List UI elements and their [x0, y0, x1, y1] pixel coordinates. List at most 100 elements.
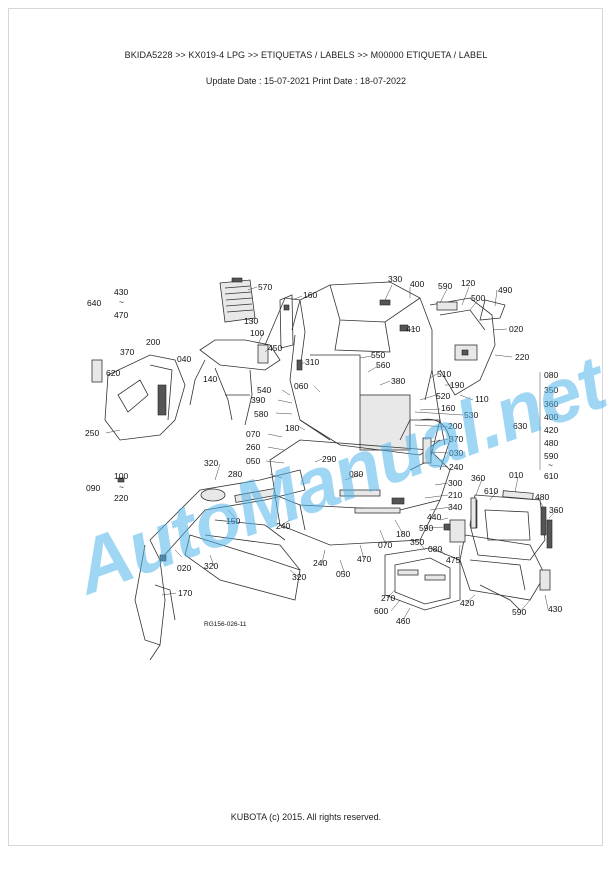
callout-600: 600 [374, 606, 388, 616]
label-strip-360a [470, 497, 477, 529]
callout-260: 260 [246, 442, 260, 452]
callout-610: 610 [484, 486, 498, 496]
callout-050-top: 050 [246, 456, 260, 466]
callout-110: 110 [475, 394, 489, 404]
callout-460: 460 [396, 616, 410, 626]
copyright-footer: KUBOTA (c) 2015. All rights reserved. [230, 812, 382, 822]
bottom-cover [384, 547, 461, 611]
label-590 [443, 523, 451, 531]
callout-360-right: 360 [549, 505, 563, 515]
callout-300: 300 [448, 478, 462, 488]
callout-560: 560 [376, 360, 390, 370]
list-item: 590 [544, 451, 558, 461]
callout-labels: 640 430 ~ 470 570 160 330 400 590 120 50… [85, 274, 563, 628]
rops-frame [189, 297, 301, 426]
drawing-reference: RG156-026-11 [204, 621, 247, 628]
callout-440: 440 [427, 512, 441, 522]
callout-320-top: 320 [204, 458, 218, 468]
callout-290: 290 [322, 454, 336, 464]
callout-170: 170 [178, 588, 192, 598]
callout-380: 380 [391, 376, 405, 386]
callout-050-low: 050 [336, 569, 350, 579]
list-item: 480 [544, 438, 558, 448]
callout-130: 130 [244, 316, 258, 326]
list-item: 610 [544, 471, 558, 481]
callout-270: 270 [381, 593, 395, 603]
callout-010: 010 [509, 470, 523, 480]
callout-400: 400 [410, 279, 424, 289]
leader-lines [105, 284, 558, 621]
callout-630: 630 [513, 421, 527, 431]
label-310 [296, 359, 303, 371]
right-part-list: 080 350 360 400 420 480 590 ~ 610 [539, 370, 558, 481]
label-strip-370 [422, 437, 432, 464]
callout-430-low: 430 [548, 604, 562, 614]
callout-020-door: 020 [509, 324, 523, 334]
callout-150: 150 [226, 516, 240, 526]
callout-120: 120 [461, 278, 475, 288]
callout-320-mid: 320 [204, 561, 218, 571]
cab-door [429, 297, 506, 396]
callout-180-mid: 180 [285, 423, 299, 433]
callout-370-mid: 370 [449, 434, 463, 444]
list-item: 400 [544, 412, 558, 422]
list-item: 350 [544, 385, 558, 395]
dozer-blade [184, 519, 301, 601]
callout-390: 390 [251, 395, 265, 405]
callout-240-mid: 240 [449, 462, 463, 472]
update-print-dates: Update Date : 15-07-2021 Print Date : 18… [205, 76, 407, 86]
callout-160-mid: 160 [441, 403, 455, 413]
callout-470-top: 470 [114, 310, 128, 320]
callout-100-left: 100 [114, 471, 128, 481]
callout-310: 310 [305, 357, 319, 367]
list-item: 420 [544, 425, 558, 435]
callout-350: 350 [410, 537, 424, 547]
radiator-part [219, 277, 256, 323]
callout-200-left: 200 [146, 337, 160, 347]
callout-330: 330 [388, 274, 402, 284]
callout-620: 620 [106, 368, 120, 378]
callout-220-left: 220 [114, 493, 128, 503]
callout-360-mid: 360 [471, 473, 485, 483]
callout-490: 490 [498, 285, 512, 295]
callout-100-cab: 100 [250, 328, 264, 338]
callout-140: 140 [203, 374, 217, 384]
callout-480: 480 [535, 492, 549, 502]
callout-060: 060 [294, 381, 308, 391]
bracket-part [279, 294, 294, 349]
callout-180-low: 180 [396, 529, 410, 539]
callout-320-low: 320 [292, 572, 306, 582]
callout-590-low: 590 [512, 607, 526, 617]
callout-590-mid: 590 [419, 523, 433, 533]
callout-340: 340 [448, 502, 462, 512]
callout-250: 250 [85, 428, 99, 438]
callout-220-door: 220 [515, 352, 529, 362]
callout-240-low: 240 [276, 521, 290, 531]
document-page [8, 8, 603, 846]
callout-080-mid: 080 [349, 469, 363, 479]
callout-530: 530 [464, 410, 478, 420]
callout-080-low: 080 [428, 544, 442, 554]
callout-070-low: 070 [378, 540, 392, 550]
callout-020-boom: 020 [177, 563, 191, 573]
tilde-b: ~ [119, 482, 124, 492]
callout-500: 500 [471, 293, 485, 303]
tilde-a: ~ [119, 297, 124, 307]
list-item: 360 [544, 399, 558, 409]
boom-arm [134, 469, 306, 661]
callout-370-left: 370 [120, 347, 134, 357]
callout-640: 640 [87, 298, 101, 308]
callout-240-bottom: 240 [313, 558, 327, 568]
machine-frame [269, 418, 451, 546]
callout-070-top: 070 [246, 429, 260, 439]
callout-540: 540 [257, 385, 271, 395]
callout-520: 520 [436, 391, 450, 401]
callout-470-low: 470 [357, 554, 371, 564]
callout-090: 090 [86, 483, 100, 493]
tilde-c: ~ [548, 460, 553, 470]
callout-190: 190 [450, 380, 464, 390]
callout-280: 280 [228, 469, 242, 479]
callout-430-top: 430 [114, 287, 128, 297]
callout-570: 570 [258, 282, 272, 292]
